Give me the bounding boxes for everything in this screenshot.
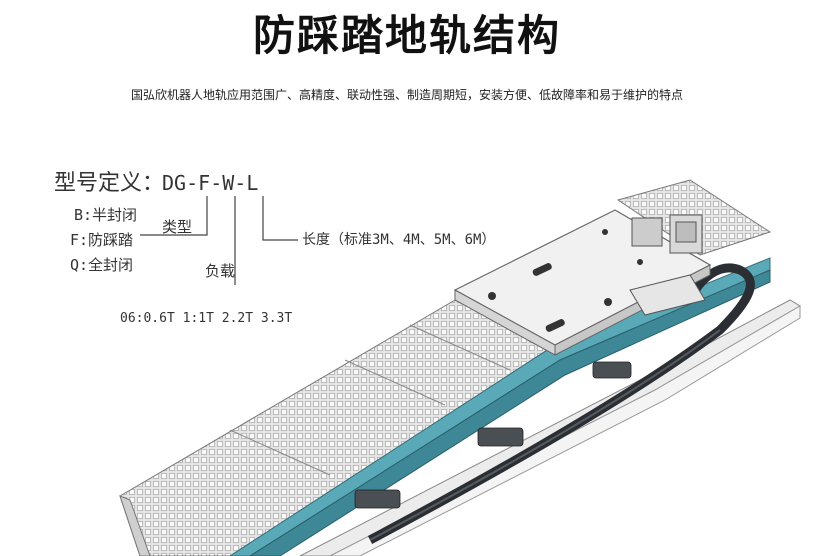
chain-bracket [629, 274, 706, 316]
model-connector-lines [140, 196, 298, 285]
plate-mount-holes [488, 229, 643, 332]
model-code: DG-F-W-L [162, 171, 258, 195]
load-options: 06:0.6T 1:1T 2.2T 3.3T [120, 311, 292, 326]
length-label: 长度（标准3M、4M、5M、6M） [302, 232, 495, 248]
rail-clamp-blocks [354, 361, 632, 509]
type-option-f: F:防踩踏 [70, 231, 133, 249]
type-option-b: B:半封闭 [74, 206, 137, 224]
type-option-q: Q:全封闭 [70, 256, 133, 274]
left-grating-edge [119, 495, 151, 556]
page-title: 防踩踏地轨结构 [252, 11, 561, 60]
page-subtitle: 国弘欣机器人地轨应用范围广、高精度、联动性强、制造周期短，安装方便、低故障率和易… [130, 88, 683, 102]
ground-rail-assembly [119, 179, 801, 556]
type-label: 类型 [162, 218, 192, 236]
servo-motor [631, 214, 703, 254]
model-definition-label: 型号定义： [54, 171, 164, 196]
load-label: 负载 [205, 262, 235, 280]
